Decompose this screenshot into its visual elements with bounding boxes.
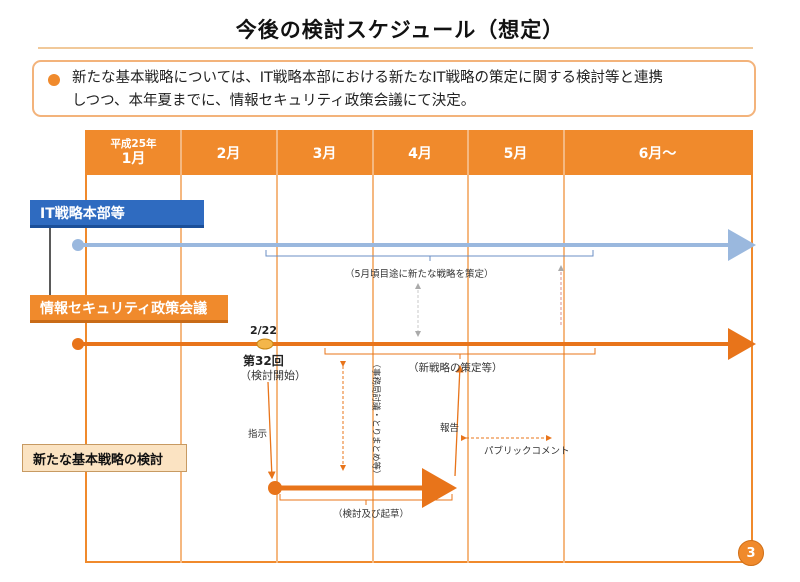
isec-bracket <box>324 348 596 355</box>
row-label-isec-council: 情報セキュリティ政策会議 <box>30 295 228 323</box>
summary-line-2: しつつ、本年夏までに、情報セキュリティ政策会議にて決定。 <box>72 93 476 109</box>
month-header-jun: 6月～ <box>638 145 677 162</box>
page-number-badge: 3 <box>738 540 764 566</box>
month-label: 1月 <box>121 151 146 167</box>
report-arrow <box>454 364 464 477</box>
month-header-feb: 2月 <box>216 145 241 162</box>
row-label-new-strategy: 新たな基本戦略の検討 <box>22 444 187 472</box>
new-strategy-formulation-note: （新戦略の策定等） <box>408 362 503 374</box>
month-divider <box>467 130 469 563</box>
month-header-apr: 4月 <box>408 145 432 162</box>
session-sub-label: （検討開始） <box>240 369 306 382</box>
session-32-marker <box>256 338 274 350</box>
row-label-it-hq: IT戦略本部等 <box>30 200 204 228</box>
drafting-bracket <box>279 494 453 501</box>
month-divider <box>563 130 565 563</box>
drafting-note: （検討及び起草） <box>333 509 410 520</box>
page-title: 今後の検討スケジュール（想定） <box>235 18 565 42</box>
month-header-mar: 3月 <box>312 145 337 162</box>
it-bracket <box>265 250 594 257</box>
summary-line-1: 新たな基本戦略については、IT戦略本部における新たなIT戦略の策定に関する検討等… <box>72 70 664 86</box>
month-header-band <box>85 130 753 175</box>
it-target-note: （5月頃目途に新たな戦略を策定） <box>345 269 494 280</box>
date-label: 2/22 <box>250 324 277 337</box>
year-label: 平成25年 <box>110 138 157 150</box>
month-divider <box>372 130 374 563</box>
report-label: 報告 <box>440 423 460 434</box>
month-divider <box>276 130 278 563</box>
summary-box: 新たな基本戦略については、IT戦略本部における新たなIT戦略の策定に関する検討等… <box>32 60 756 117</box>
public-comment-label: パブリックコメント <box>484 446 570 457</box>
instruction-arrow <box>267 381 276 480</box>
bullet-icon <box>48 74 60 86</box>
session-label: 第32回 <box>243 354 284 368</box>
title-divider <box>38 47 753 49</box>
month-header-may: 5月 <box>503 145 528 162</box>
secretariat-note: （事務局討議・とりまとめ等） <box>370 359 381 479</box>
instruction-label: 指示 <box>248 429 268 440</box>
month-divider <box>180 130 182 563</box>
month-header-jan: 平成25年 1月 <box>87 130 180 175</box>
